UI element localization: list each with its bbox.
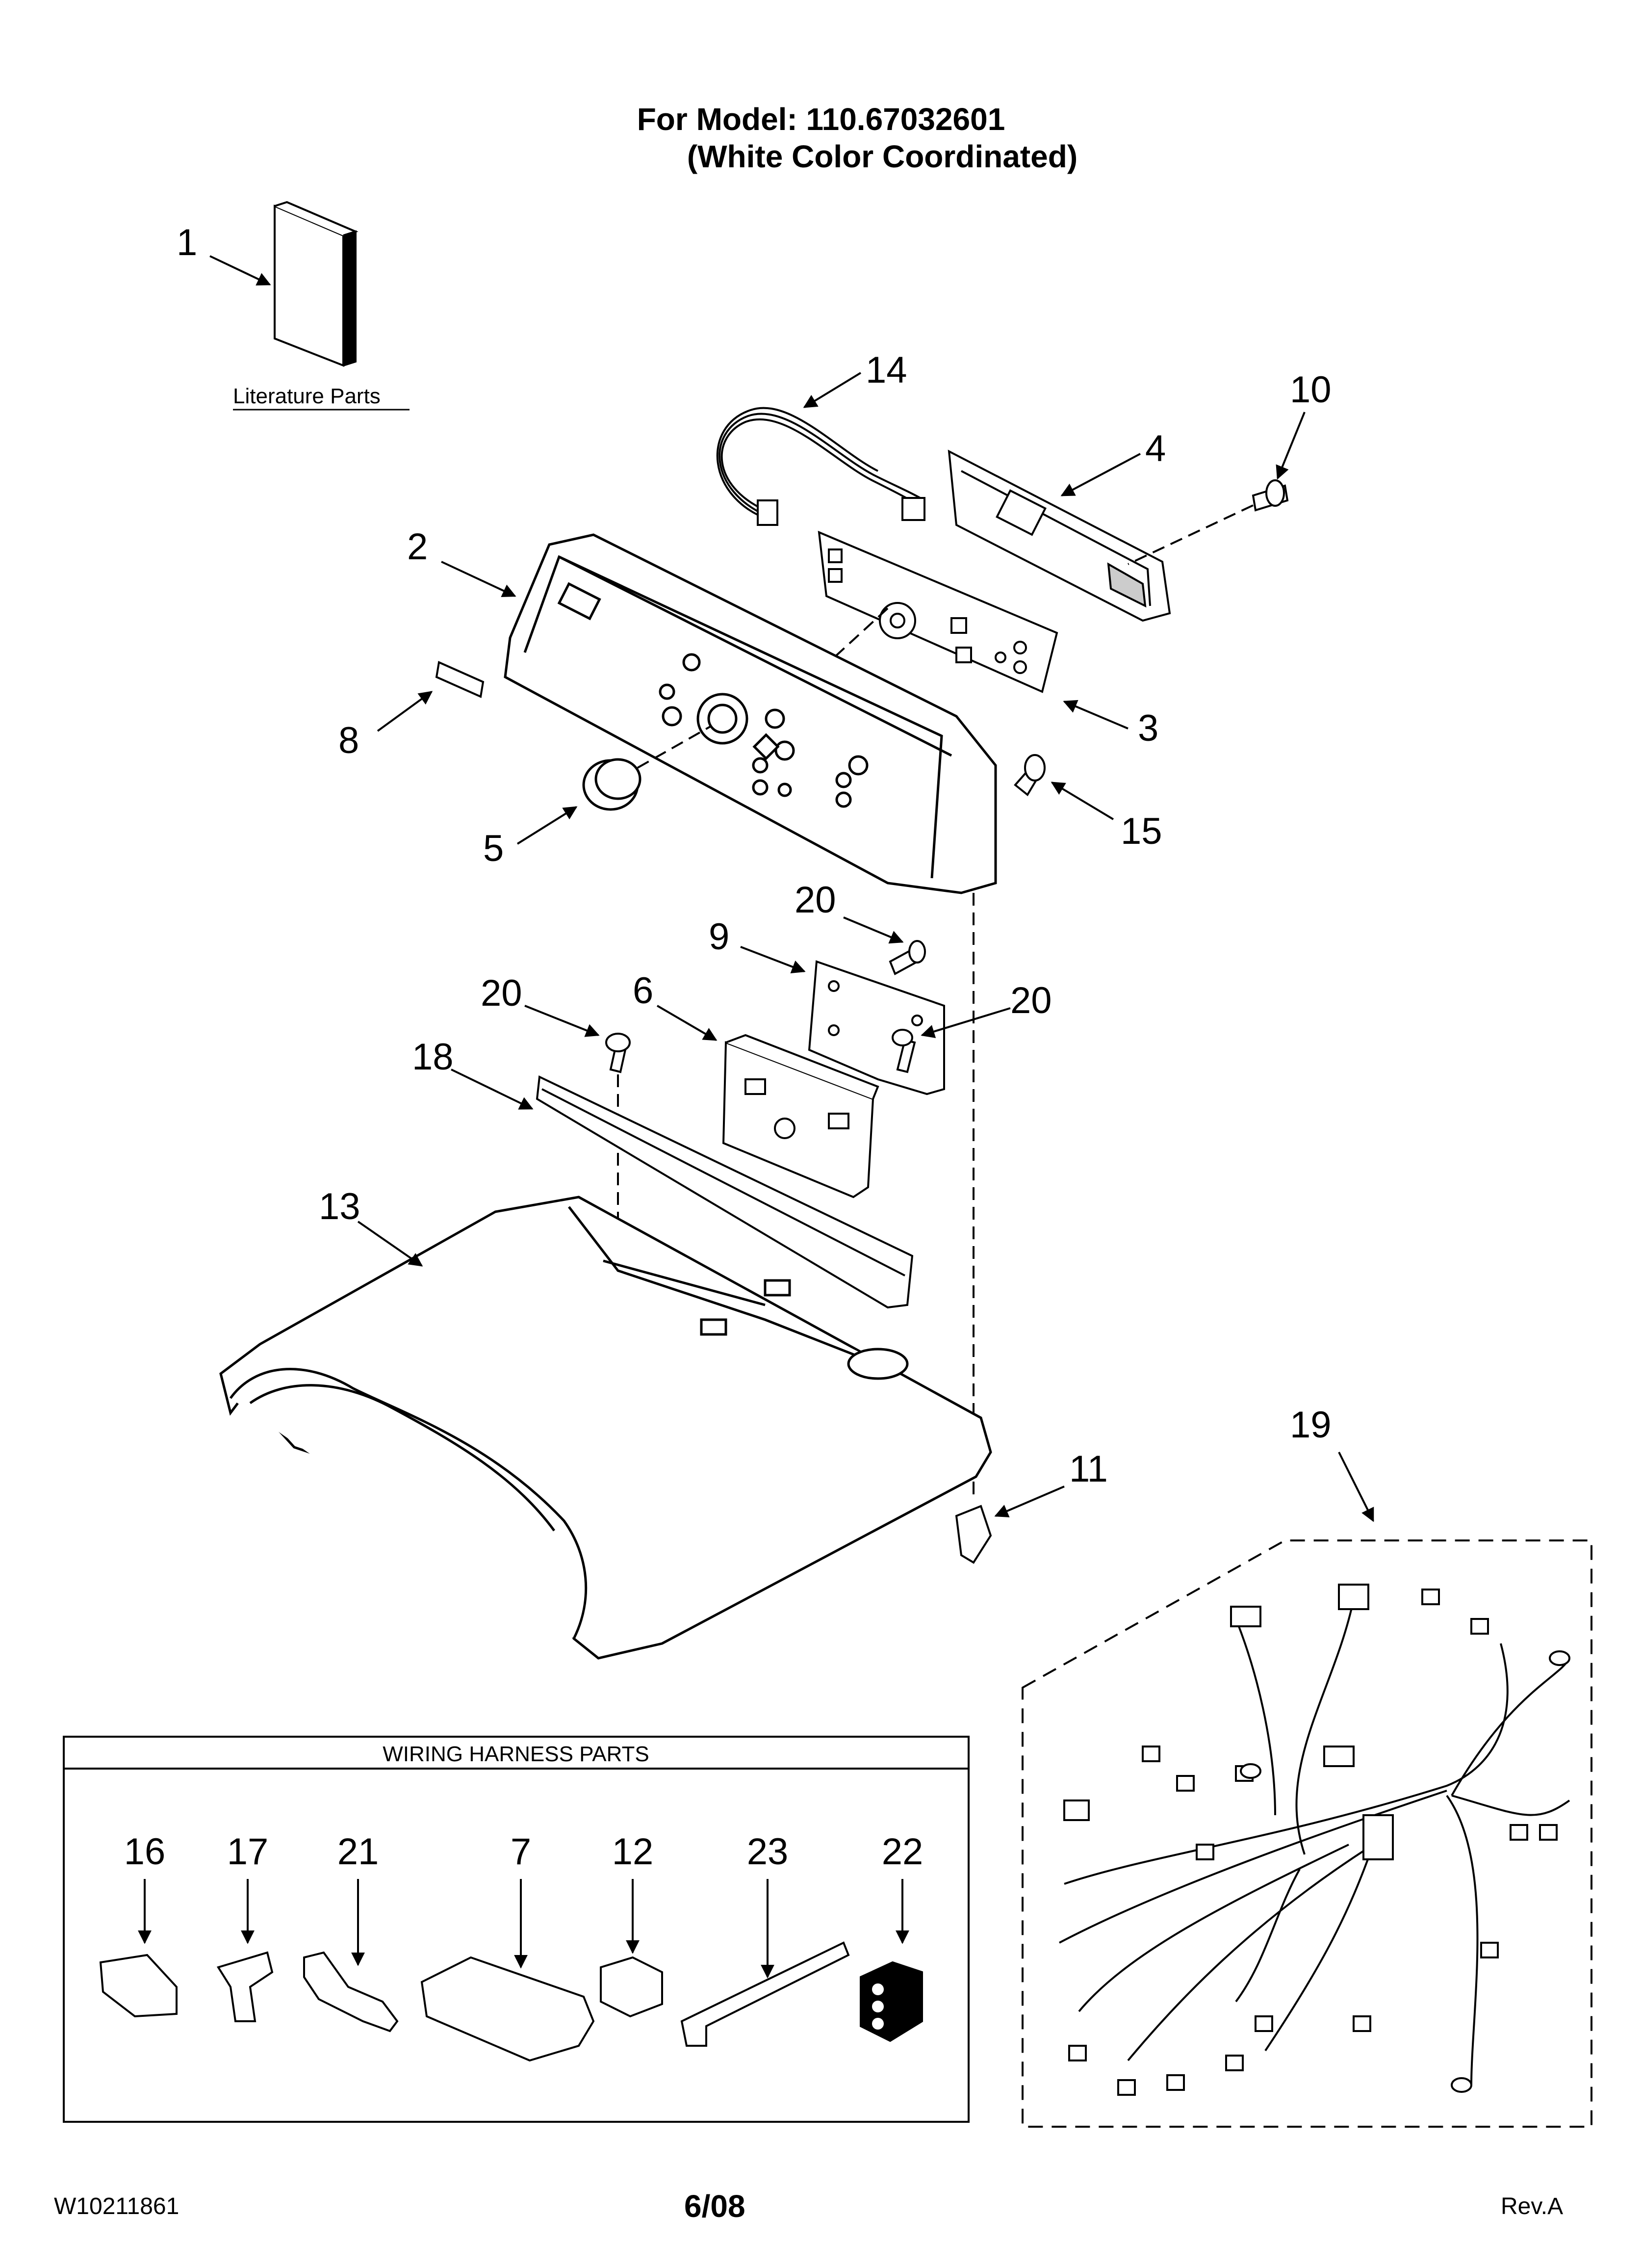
harness-part-12: 12 — [600, 1831, 663, 2018]
control-bracket-4 — [948, 449, 1171, 622]
callout-8: 8 — [338, 720, 359, 761]
harness-callout-17: 17 — [227, 1831, 269, 1873]
harness-part-23: 23 — [680, 1831, 850, 2047]
harness-part-7: 7 — [420, 1831, 595, 2062]
callout-13: 13 — [319, 1186, 360, 1227]
callout-20-left: 20 — [481, 972, 522, 1014]
screw-10 — [1252, 479, 1289, 512]
callout-10: 10 — [1290, 369, 1332, 411]
doc-date: 6/08 — [684, 2189, 745, 2224]
callout-20-upper: 20 — [795, 879, 836, 921]
page-title: For Model: 110.67032601 (White Color Coo… — [0, 101, 1642, 175]
color-line: (White Color Coordinated) — [687, 139, 1078, 174]
harness-callout-12: 12 — [612, 1831, 654, 1873]
callout-3: 3 — [1138, 707, 1158, 749]
screw-20-right — [892, 1029, 916, 1073]
harness-part-17: 17 — [216, 1831, 274, 2022]
callout-20-right: 20 — [1010, 980, 1052, 1021]
harness-callout-23: 23 — [747, 1831, 789, 1873]
harness-part-16: 16 — [99, 1831, 178, 2018]
revision: Rev.A — [1501, 2193, 1564, 2219]
hinge-strip-18 — [536, 1075, 914, 1309]
harness-callout-16: 16 — [124, 1831, 166, 1873]
callout-19: 19 — [1290, 1404, 1332, 1446]
callout-5: 5 — [483, 828, 504, 869]
harness-callout-21: 21 — [337, 1831, 379, 1873]
wire-lead-14 — [716, 407, 925, 526]
callout-6: 6 — [633, 970, 653, 1012]
callout-9: 9 — [709, 916, 729, 958]
wiring-harness-parts-box — [63, 1736, 970, 2123]
literature-parts-booklet — [274, 201, 359, 367]
callout-11: 11 — [1069, 1448, 1108, 1490]
control-board-3 — [818, 530, 1058, 693]
callout-15: 15 — [1121, 810, 1162, 852]
doc-number: W10211861 — [54, 2193, 180, 2219]
harness-callout-7: 7 — [511, 1831, 531, 1873]
callout-18: 18 — [412, 1036, 454, 1078]
callout-1: 1 — [177, 222, 197, 263]
knob-5 — [582, 758, 641, 811]
callout-4: 4 — [1145, 428, 1166, 469]
harness-callout-22: 22 — [882, 1831, 924, 1873]
console-panel-2 — [504, 533, 997, 894]
callout-14: 14 — [866, 349, 907, 391]
screw-15 — [1014, 754, 1046, 796]
clip-11 — [955, 1505, 992, 1564]
harness-part-21: 21 — [303, 1831, 399, 2033]
harness-part-22: 22 — [860, 1831, 924, 2042]
screw-20-left — [605, 1033, 631, 1073]
literature-label: Literature Parts — [233, 384, 381, 408]
screw-20-upper — [889, 940, 926, 975]
wiring-box-title: WIRING HARNESS PARTS — [383, 1742, 649, 1766]
model-line: For Model: 110.67032601 — [637, 102, 1005, 137]
lid-switch-6 — [722, 1034, 879, 1199]
top-panel-13 — [219, 1196, 992, 1660]
model-badge-8 — [435, 661, 485, 698]
callout-2: 2 — [407, 526, 428, 568]
wiring-harness-19 — [1022, 1539, 1592, 2128]
